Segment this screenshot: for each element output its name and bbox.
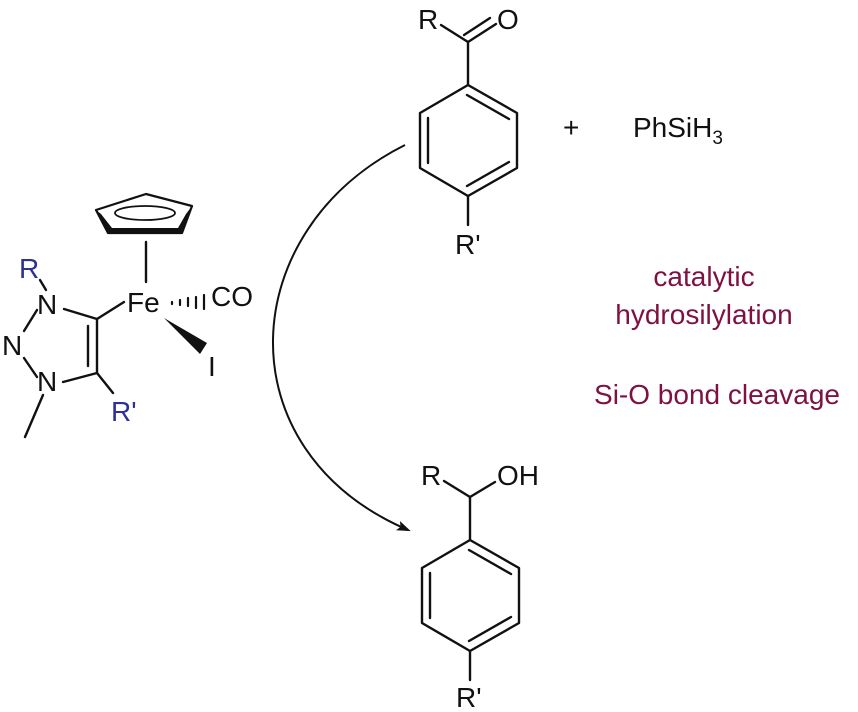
- ketone-r-label: R: [418, 4, 438, 35]
- iron-catalyst: Fe CO I N N N R: [2, 192, 253, 439]
- c-r-prime-bond: [95, 371, 115, 395]
- fe-carbene-bond: [95, 300, 126, 321]
- hydroxyl-label: OH: [497, 460, 539, 491]
- n-methyl-bond: [23, 393, 45, 439]
- carbonyl-oxygen-label: O: [497, 4, 519, 35]
- fe-co-hashed-bond: [170, 293, 206, 311]
- co-ligand-label: CO: [211, 281, 253, 312]
- silane-subscript: 3: [712, 128, 723, 149]
- triazole-n1-label: N: [37, 289, 57, 320]
- triazole-n2-label: N: [2, 330, 22, 361]
- alcohol-r-label: R: [421, 460, 441, 491]
- catalyst-r-prime-substituent: R': [111, 396, 137, 427]
- ketone-benzene-ring: [418, 83, 519, 198]
- alcohol-benzene-ring: [420, 538, 521, 653]
- reaction-arrow: [272, 144, 411, 532]
- svg-text:PhSiH3: PhSiH3: [633, 112, 723, 149]
- annotation-si-o-cleavage: Si-O bond cleavage: [594, 379, 840, 410]
- ketone-substrate: R O R': [418, 4, 519, 260]
- silane-formula: PhSiH: [633, 112, 712, 143]
- iodine-ligand-label: I: [208, 351, 216, 382]
- annotation-hydrosilylation: hydrosilylation: [615, 299, 792, 330]
- fe-i-wedge-bond: [164, 318, 207, 354]
- triazole-n3-label: N: [37, 366, 57, 397]
- plus-sign: +: [563, 112, 579, 143]
- catalyst-r-substituent: R: [19, 253, 39, 284]
- carbonyl-double-bond: [466, 22, 498, 44]
- triazole-ring: [22, 307, 99, 384]
- alcohol-product: R OH R': [420, 460, 539, 712]
- phenylsilane-reagent: PhSiH3: [633, 112, 723, 149]
- cyclopentadienyl-ring: [94, 192, 194, 235]
- annotation-catalytic: catalytic: [653, 261, 754, 292]
- ketone-r-prime-label: R': [455, 229, 481, 260]
- fe-atom-label: Fe: [127, 287, 160, 318]
- alcohol-r-prime-label: R': [456, 682, 482, 712]
- n-r-bond: [38, 278, 48, 292]
